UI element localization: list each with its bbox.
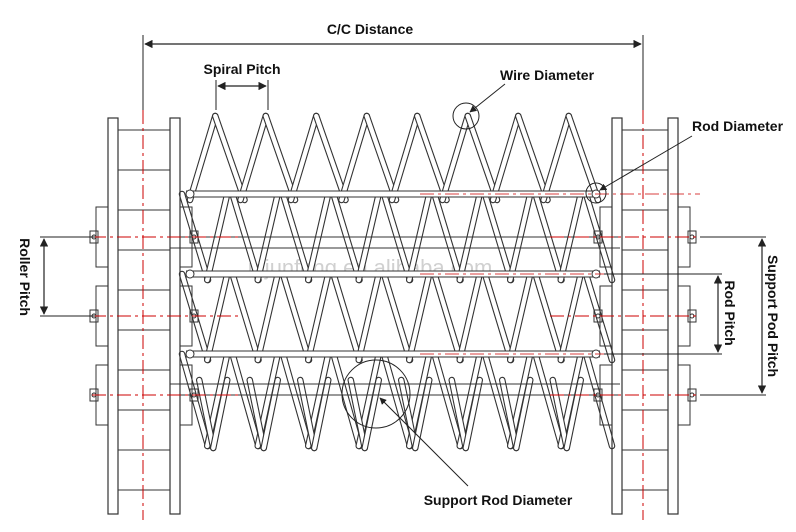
spiral-wire-cross xyxy=(229,350,262,450)
spiral-wire-top xyxy=(262,112,299,204)
spiral-wire-top xyxy=(338,112,370,204)
spiral-wire-top xyxy=(540,112,572,204)
rod-diameter-label: Rod Diameter xyxy=(692,118,784,134)
rod-diameter-callout xyxy=(585,135,693,204)
spiral-wire-top xyxy=(464,112,501,204)
cc-distance-dimension xyxy=(142,35,644,110)
support-rod-diameter-callout xyxy=(341,359,469,487)
spiral-wire-top xyxy=(388,112,421,204)
spiral-wire-cross xyxy=(279,270,313,364)
spiral-wire-cross xyxy=(229,270,262,364)
spiral-pitch-dimension xyxy=(215,80,269,110)
spiral-wire-top xyxy=(186,112,219,204)
spiral-wire-cross xyxy=(532,270,565,364)
spiral-wire-bottom xyxy=(297,376,318,452)
spiral-wire-bottom xyxy=(499,376,520,452)
spiral-wire-bottom xyxy=(347,376,368,452)
spiral-wire-cross xyxy=(406,270,433,364)
spiral-wire-cross xyxy=(380,350,414,450)
spiral-wire-top xyxy=(565,112,602,204)
spiral-wire-bottom xyxy=(448,376,469,452)
spiral-wire-cross xyxy=(254,270,281,364)
connecting-rod xyxy=(185,269,601,279)
spiral-wire-cross xyxy=(330,270,363,364)
spiral-wire-bottom xyxy=(462,376,483,452)
spiral-wire-top xyxy=(287,112,320,204)
spiral-wire-cross xyxy=(204,270,231,364)
spiral-wire-cross xyxy=(456,270,483,364)
spiral-wire-cross xyxy=(507,270,534,364)
spiral-wire-cross xyxy=(582,350,616,450)
spiral-wire-cross xyxy=(279,350,313,450)
spiral-wire-cross xyxy=(380,270,414,364)
wire-mesh xyxy=(178,112,616,452)
rod-pitch-label: Rod Pitch xyxy=(722,280,738,345)
connecting-rod xyxy=(185,349,601,359)
spiral-wire-cross xyxy=(532,350,565,450)
spiral-wire-cross xyxy=(178,270,212,364)
spiral-pitch-label: Spiral Pitch xyxy=(203,61,280,77)
spiral-wire-top xyxy=(313,112,349,204)
spiral-wire-cross xyxy=(355,270,382,364)
spiral-wire-top xyxy=(515,112,551,204)
spiral-wire-bottom xyxy=(246,376,267,452)
spiral-wire-cross xyxy=(431,270,464,364)
wire-diameter-callout xyxy=(452,83,506,130)
connecting-rod xyxy=(185,189,601,199)
spiral-wire-cross xyxy=(557,270,584,364)
support-pod-pitch-label: Support Pod Pitch xyxy=(765,255,781,377)
spiral-wire-bottom xyxy=(513,376,534,452)
spiral-wire-top xyxy=(489,112,522,204)
spiral-wire-bottom xyxy=(563,376,584,452)
spiral-wire-cross xyxy=(431,350,464,450)
wire-diameter-label: Wire Diameter xyxy=(500,67,595,83)
spiral-wire-bottom xyxy=(196,376,217,452)
roller-pitch-label: Roller Pitch xyxy=(17,238,33,316)
roller-pitch-dimension xyxy=(39,236,95,317)
spiral-wire-bottom xyxy=(260,376,281,452)
spiral-wire-cross xyxy=(330,350,363,450)
spiral-wire-cross xyxy=(481,350,515,450)
rod-pitch-dimension xyxy=(604,273,723,355)
spiral-wire-top xyxy=(212,112,248,204)
spiral-wire-bottom xyxy=(361,376,382,452)
spiral-wire-top xyxy=(237,112,269,204)
spiral-wire-top xyxy=(439,112,471,204)
support-rod-diameter-label: Support Rod Diameter xyxy=(424,492,573,508)
spiral-wire-bottom xyxy=(311,376,332,452)
spiral-wire-cross xyxy=(178,350,212,450)
spiral-wire-top xyxy=(414,112,450,204)
support-pod-pitch-dimension xyxy=(700,236,767,396)
cc-distance-label: C/C Distance xyxy=(327,21,414,37)
spiral-wire-cross xyxy=(481,270,515,364)
spiral-wire-bottom xyxy=(412,376,433,452)
spiral-wire-cross xyxy=(305,270,332,364)
spiral-wire-bottom xyxy=(210,376,231,452)
spiral-wire-cross xyxy=(582,270,616,364)
spiral-wire-top xyxy=(363,112,400,204)
spiral-wire-bottom xyxy=(398,376,419,452)
spiral-wire-bottom xyxy=(549,376,570,452)
